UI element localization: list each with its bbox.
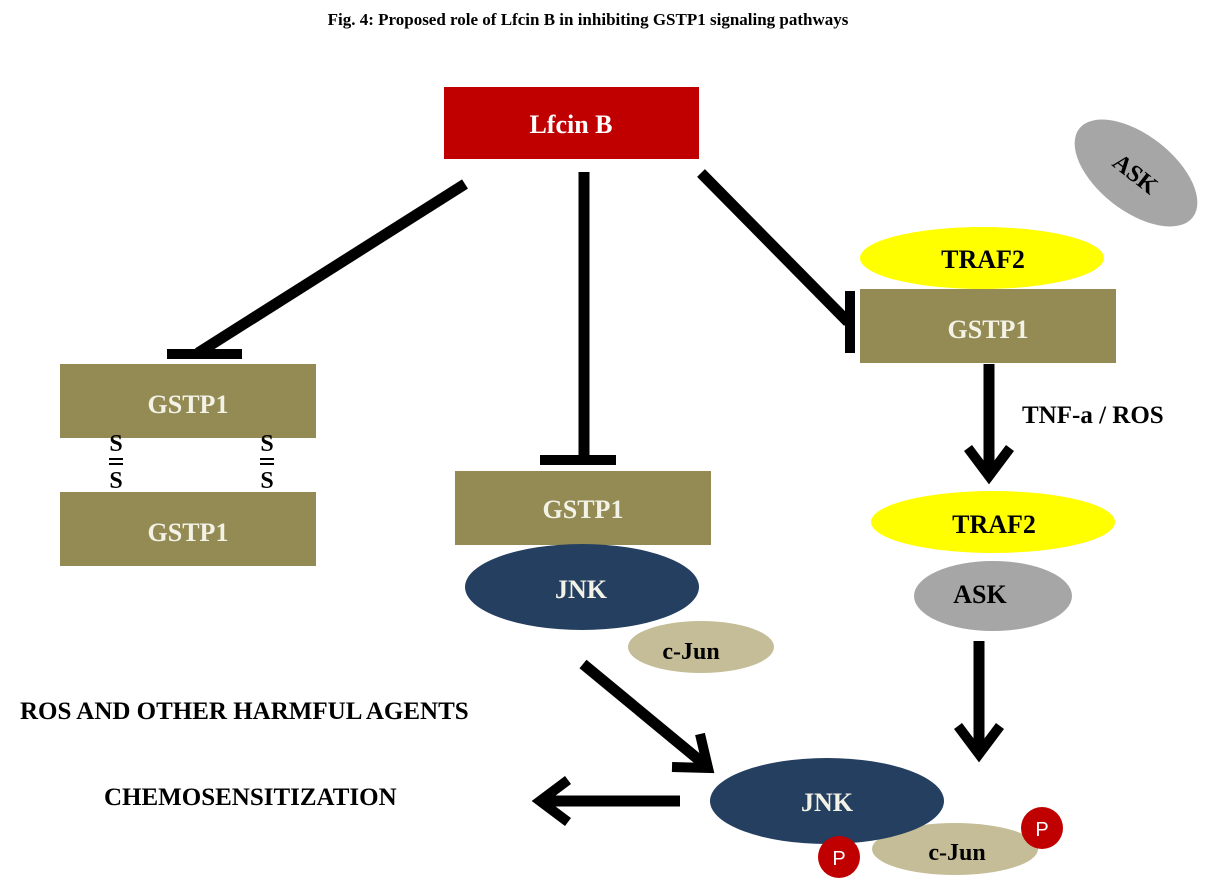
phospho-label: P <box>832 848 845 870</box>
chemosensitization-label: CHEMOSENSITIZATION <box>104 784 397 811</box>
sulfur-label: S <box>109 468 122 494</box>
jnk-ellipse <box>710 758 944 844</box>
gstp1-jnk-complex: GSTP1 c-Jun JNK <box>455 471 774 673</box>
cjun-label: c-Jun <box>662 639 719 665</box>
activate-edge-chemo: CHEMOSENSITIZATION <box>104 776 680 826</box>
gstp1-label: GSTP1 <box>948 315 1029 344</box>
jnk-cjun-complex: c-Jun JNK P P <box>710 758 1063 878</box>
lfcin-b-label: Lfcin B <box>529 110 612 139</box>
disulfide-bond-left: S S <box>109 431 123 494</box>
ask-ellipse <box>1074 119 1198 227</box>
traf2-ellipse <box>871 491 1115 553</box>
gstp1-dimer: GSTP1 GSTP1 S S S S <box>60 364 316 566</box>
cjun-ellipse <box>872 823 1038 875</box>
cjun-ellipse <box>628 621 774 673</box>
sulfur-label: S <box>109 431 122 457</box>
gstp1-box <box>860 289 1116 363</box>
ask-free: ASK <box>1074 119 1198 227</box>
traf2-label: TRAF2 <box>952 510 1036 539</box>
jnk-label: JNK <box>555 575 608 604</box>
arrow-head <box>954 723 1004 763</box>
figure-title: Fig. 4: Proposed role of Lfcin B in inhi… <box>327 10 849 29</box>
phospho-circle <box>818 836 860 878</box>
sulfur-label: S <box>260 431 273 457</box>
traf2-label: TRAF2 <box>941 245 1025 274</box>
gstp1-box <box>60 364 316 438</box>
activate-edge-tnf: TNF-a / ROS <box>964 364 1164 485</box>
phospho-label: P <box>1035 819 1048 841</box>
sulfur-label: S <box>260 468 273 494</box>
ask-label: ASK <box>953 580 1007 609</box>
arrow-head <box>964 445 1014 485</box>
phospho-circle <box>1021 807 1063 849</box>
phospho-badge-left: P <box>818 836 860 878</box>
gstp1-label: GSTP1 <box>148 518 229 547</box>
traf2-gstp1-complex: TRAF2 GSTP1 <box>860 227 1116 363</box>
gstp1-label: GSTP1 <box>148 390 229 419</box>
arrow-head <box>531 776 571 826</box>
inhibit-line <box>697 169 852 326</box>
disulfide-bond-right: S S <box>260 431 274 494</box>
gstp1-box <box>60 492 316 566</box>
lfcin-b-node: Lfcin B <box>444 87 699 159</box>
inhibit-edge-middle <box>540 172 616 465</box>
lfcin-b-box <box>444 87 699 159</box>
traf2-ellipse <box>860 227 1104 289</box>
tnf-ros-label: TNF-a / ROS <box>1022 402 1164 429</box>
inhibit-edge-left <box>167 179 468 359</box>
jnk-ellipse <box>465 544 699 630</box>
jnk-label: JNK <box>801 788 854 817</box>
ask-ellipse <box>914 561 1072 631</box>
activate-edge-ros-jnk: ROS AND OTHER HARMFUL AGENTS <box>20 659 715 774</box>
inhibit-edge-right <box>697 169 855 353</box>
gstp1-box <box>455 471 711 545</box>
arrow-head <box>671 732 715 774</box>
cjun-label: c-Jun <box>928 840 985 866</box>
inhibit-line <box>195 179 468 358</box>
traf2-ask-complex: ASK TRAF2 <box>871 491 1115 631</box>
phospho-badge-right: P <box>1021 807 1063 849</box>
gstp1-label: GSTP1 <box>543 495 624 524</box>
arrow-line <box>579 659 708 769</box>
ros-agents-label: ROS AND OTHER HARMFUL AGENTS <box>20 698 469 725</box>
activate-edge-ask-jnk <box>954 641 1004 763</box>
